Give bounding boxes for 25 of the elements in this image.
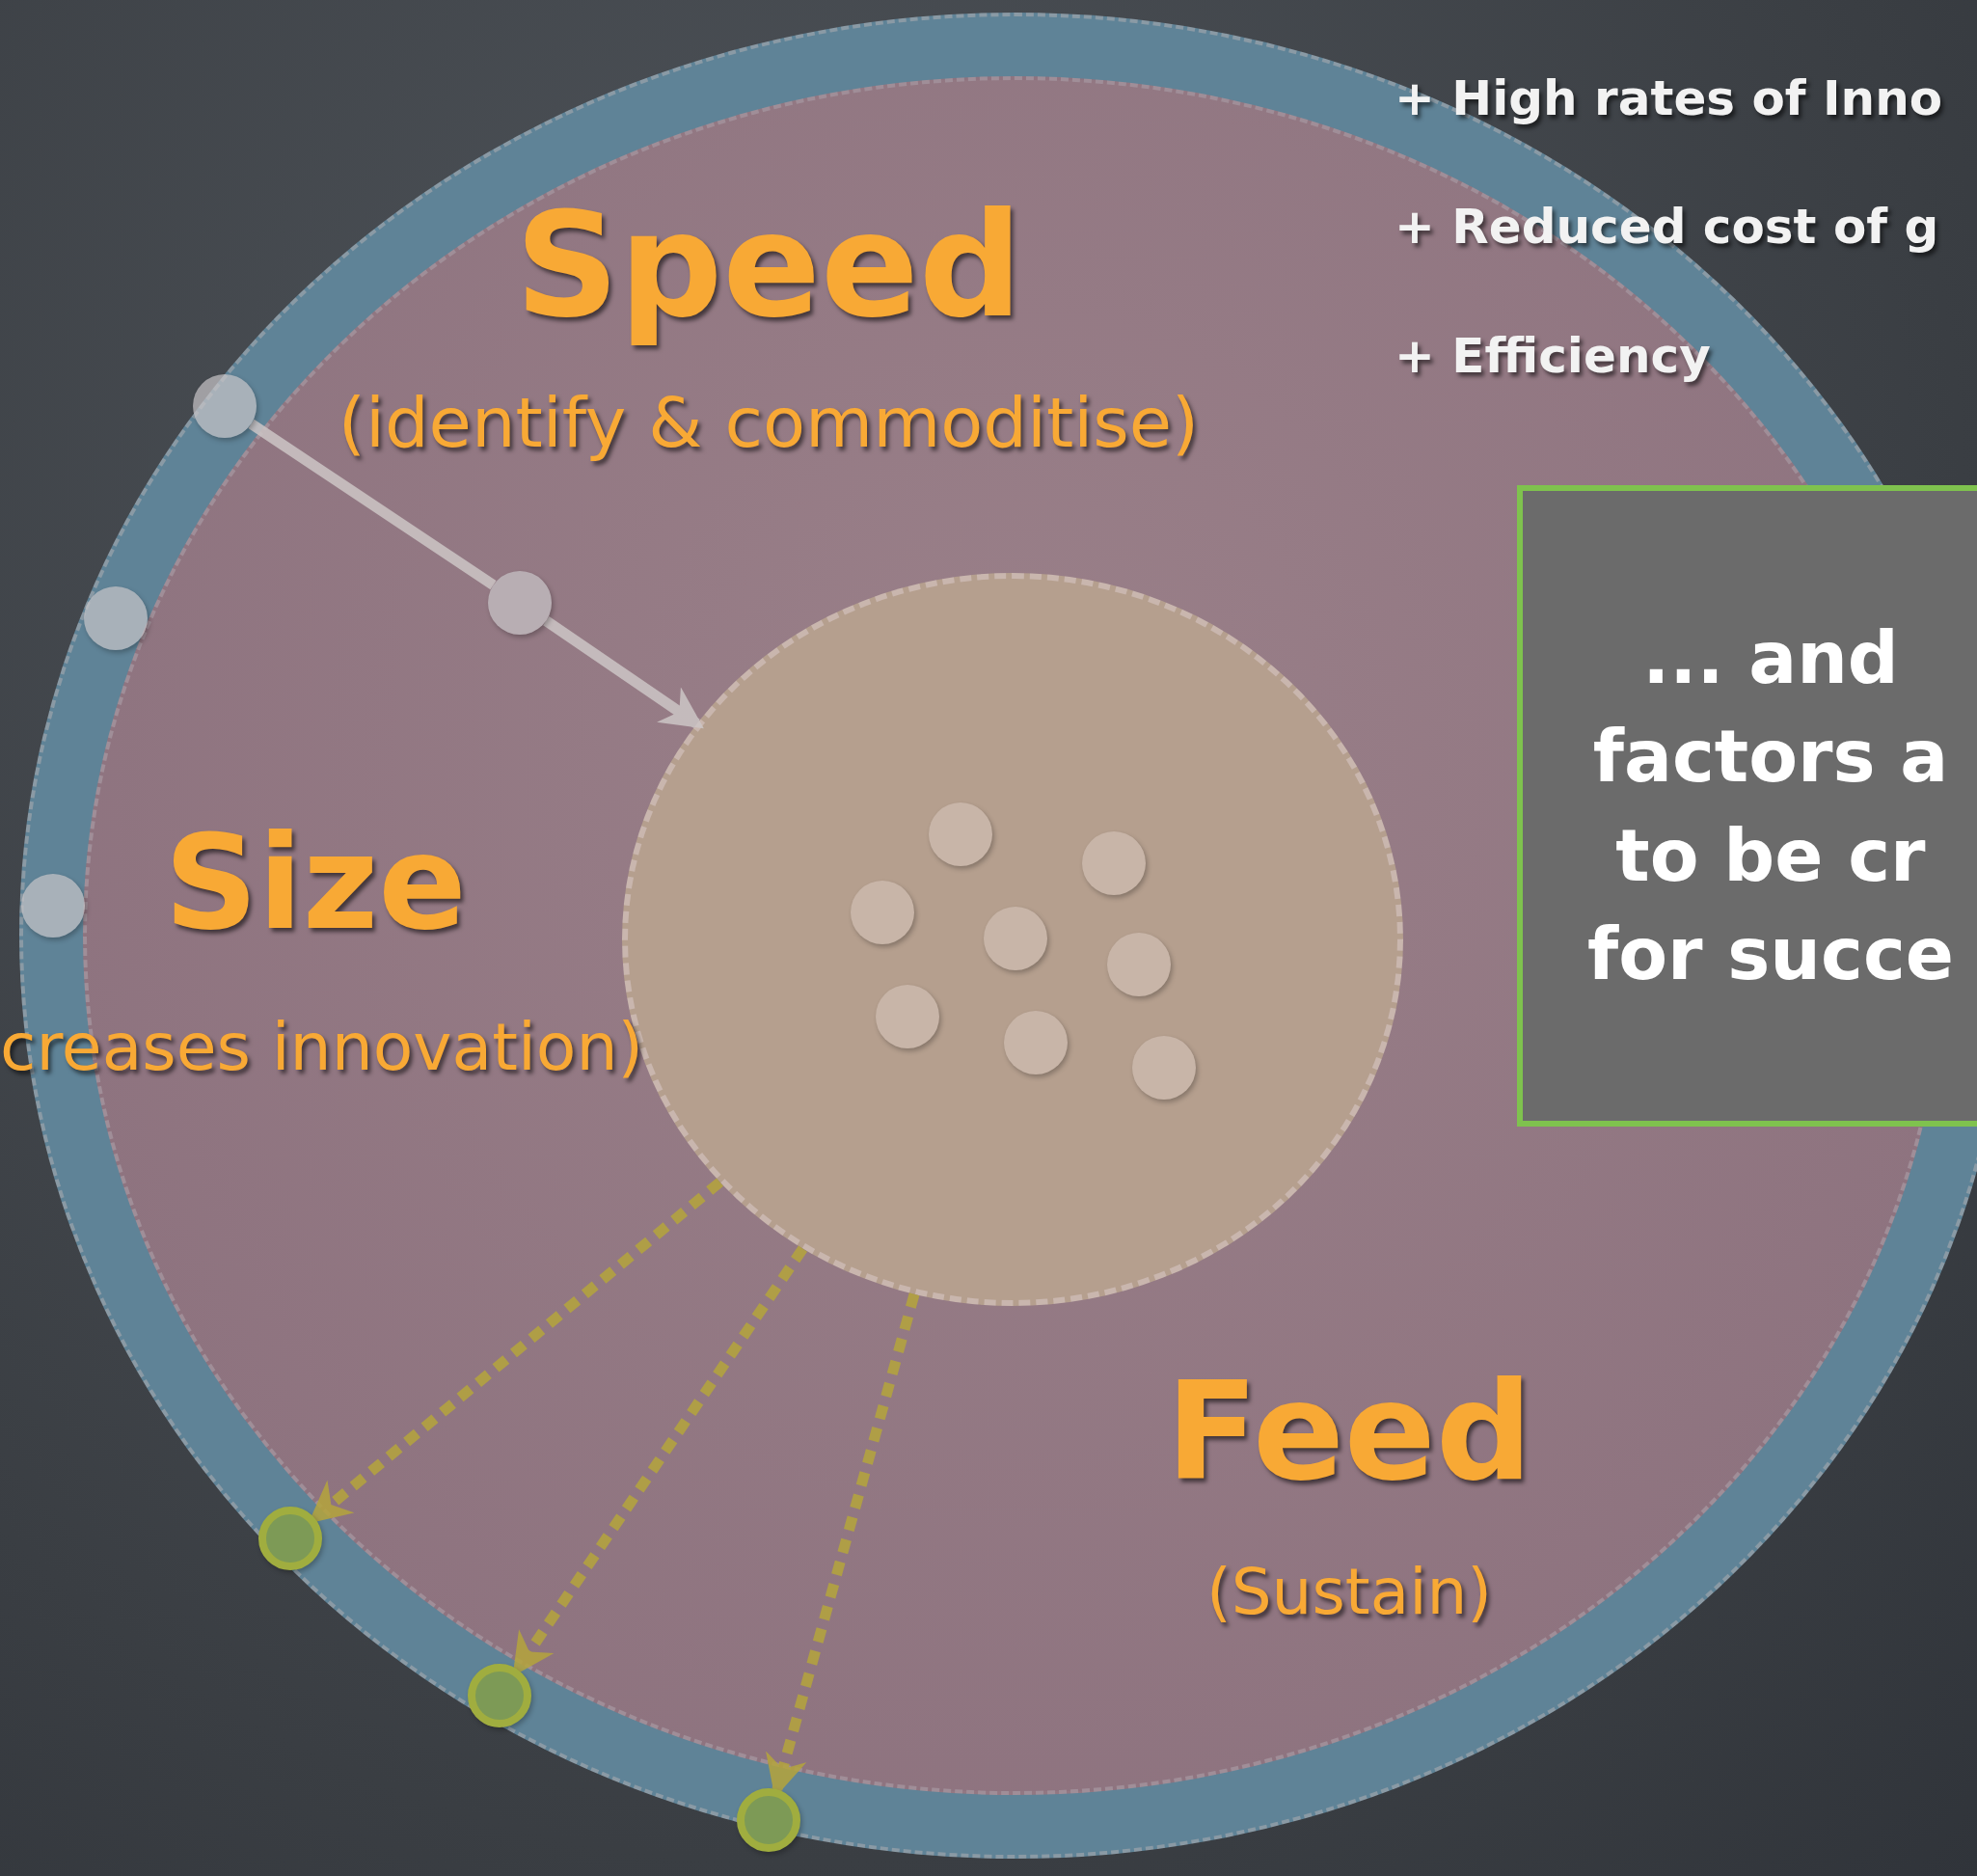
dot — [851, 881, 914, 944]
heading-text: Size — [164, 806, 467, 959]
dot — [984, 907, 1047, 970]
dot — [21, 874, 85, 938]
text-panel: ... and factors a to be cr for succe — [1517, 485, 1977, 1127]
dot — [1004, 1011, 1068, 1074]
dot — [1132, 1036, 1196, 1100]
ring-dot — [737, 1788, 800, 1852]
subtitle-text: (identify & commoditise) — [338, 382, 1200, 463]
dot — [876, 985, 939, 1048]
dot — [193, 374, 257, 438]
dot — [929, 802, 992, 866]
arrow — [543, 616, 704, 729]
heading-text: Speed — [514, 181, 1023, 349]
dot — [84, 586, 148, 650]
heading-text: Feed — [1165, 1352, 1533, 1510]
subtitle-text: (Sustain) — [1205, 1554, 1493, 1629]
dot — [1107, 933, 1171, 996]
dot — [488, 571, 552, 635]
bullet-text: + High rates of Inno — [1395, 70, 1943, 126]
dot — [1082, 831, 1146, 895]
ring-dot — [468, 1664, 531, 1727]
bullet-text: + Reduced cost of g — [1395, 199, 1939, 255]
bullet-text: + Efficiency — [1395, 328, 1711, 384]
ring-dot — [258, 1507, 322, 1570]
